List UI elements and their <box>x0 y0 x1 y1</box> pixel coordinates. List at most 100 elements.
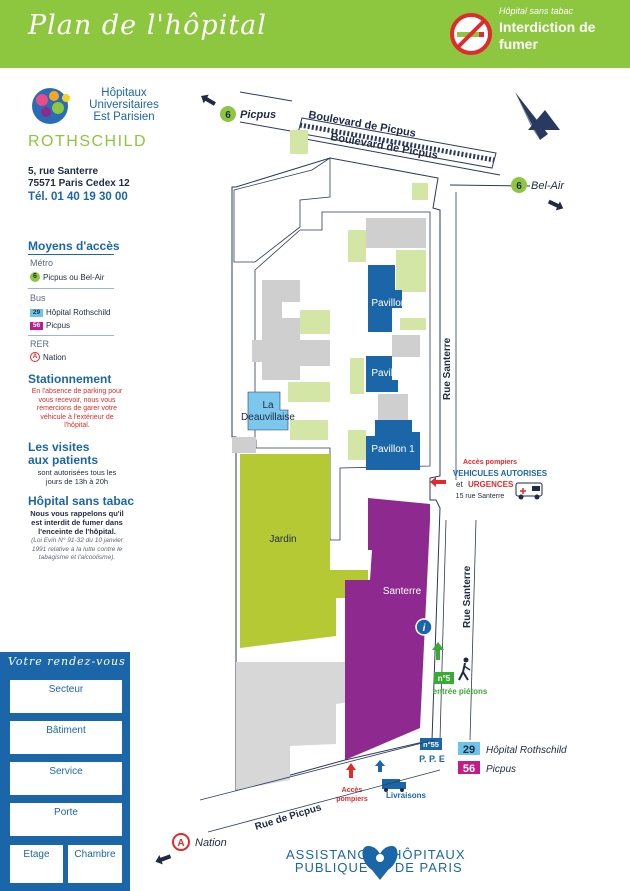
lower-grey-area <box>236 662 362 790</box>
svg-text:6: 6 <box>516 181 522 192</box>
svg-text:Bel-Air: Bel-Air <box>531 180 565 192</box>
ppe-number-badge <box>420 738 442 750</box>
metro-label: Métro <box>30 258 54 268</box>
pompiers-label-1: Accès <box>342 787 363 794</box>
nosmoke-section-title: Hôpital sans tabac <box>28 494 135 508</box>
green-patch <box>350 358 364 394</box>
entrance-et-label: et <box>456 480 463 489</box>
street-edge <box>207 769 441 833</box>
rendezvous-field-porte[interactable]: Porte <box>10 803 122 836</box>
bus-29-stop: 29 Hôpital Rothschild <box>458 742 567 756</box>
hospital-group-name: Hôpitaux Universitaires Est Parisien <box>89 87 159 123</box>
parking-text: En l'absence de parking pour vous recevo… <box>31 388 123 429</box>
bus-line-item: 29 Hôpital Rothschild <box>30 308 110 317</box>
metro-belair-marker: 6 Bel-Air <box>511 177 565 211</box>
info-icon[interactable]: i <box>415 618 433 636</box>
santerre-building[interactable] <box>345 498 430 760</box>
parking-title: Stationnement <box>28 372 112 386</box>
rendezvous-field-secteur[interactable]: Secteur <box>10 680 122 713</box>
green-patch <box>396 250 426 292</box>
aphp-logo-icon <box>362 846 398 880</box>
pedestrian-number-badge <box>434 672 454 684</box>
green-patch <box>300 310 330 334</box>
svg-text:Picpus: Picpus <box>486 764 516 775</box>
address-block: 5, rue Santerre 75571 Paris Cedex 12 <box>28 166 130 189</box>
deauvillaise-label-1: La <box>262 400 274 411</box>
pompiers-arrow <box>346 763 356 778</box>
visits-text: sont autorisées tous les jours de 13h à … <box>37 468 117 486</box>
street-label-santerre-1: Rue Santerre <box>442 337 453 400</box>
svg-text:29: 29 <box>463 744 475 756</box>
la-deauvillaise[interactable] <box>247 391 289 431</box>
nosmoke-law-text: (Loi Evin N° 91-32 du 10 janvier 1991 re… <box>31 537 123 561</box>
bus-line-item: 56 Picpus <box>30 321 70 330</box>
bus-29-icon: 29 <box>30 308 43 317</box>
rer-nation-marker: A Nation <box>155 833 227 865</box>
no-smoking-title: Interdiction de fumer <box>499 19 596 52</box>
bus-divider <box>28 335 114 336</box>
pavillon-3[interactable] <box>368 265 402 332</box>
boulevard-edge <box>239 91 293 102</box>
ppe-label: P. P. E <box>419 754 445 764</box>
street-edge <box>439 519 447 741</box>
street-label-santerre-2: Rue Santerre <box>462 565 473 628</box>
bus-56-stop: 56 Picpus <box>458 761 516 775</box>
svg-text:6: 6 <box>225 110 231 121</box>
svg-text:A: A <box>177 838 184 849</box>
svg-text:Hôpital Rothschild: Hôpital Rothschild <box>486 745 567 756</box>
rendezvous-field-batiment[interactable]: Bâtiment <box>10 721 122 754</box>
aphp-text-left: ASSISTANCE PUBLIQUE <box>286 847 378 875</box>
green-patch <box>290 420 328 440</box>
ppe-number: n°55 <box>423 740 439 749</box>
santerre-label: Santerre <box>383 586 422 597</box>
building-outline <box>233 157 331 263</box>
rer-label: RER <box>30 339 50 349</box>
no-smoking-tagline: Hôpital sans tabac <box>499 6 574 16</box>
deauvillaise-label-2: Deauvillaise <box>241 412 295 423</box>
metro-picpus-marker: 6 Picpus <box>201 94 276 122</box>
pedestrian-icon <box>458 657 471 681</box>
pedestrian-number: n°5 <box>438 674 451 683</box>
bus-56-icon: 56 <box>30 321 43 330</box>
metro-6-icon: 6 <box>30 272 40 282</box>
entrance-pompiers-label: Accès pompiers <box>463 459 517 466</box>
rendezvous-field-etage[interactable]: Etage <box>10 845 63 883</box>
rendezvous-field-chambre[interactable]: Chambre <box>68 845 122 883</box>
pavillon-1[interactable] <box>366 420 420 470</box>
green-patch <box>400 318 426 330</box>
entrance-vehicles-arrow <box>430 477 446 487</box>
street-edge <box>469 519 477 741</box>
pavillon-2[interactable] <box>366 356 398 392</box>
truck-icon <box>382 779 406 792</box>
ambulance-icon <box>515 482 543 500</box>
pavillon-1-label: Pavillon 1 <box>371 444 415 455</box>
rendezvous-field-service[interactable]: Service <box>10 762 122 795</box>
pompiers-label-2: pompiers <box>336 796 368 803</box>
visits-title: Les visites aux patients <box>28 440 99 467</box>
annex-building <box>232 437 256 453</box>
bus-label: Bus <box>30 293 46 303</box>
boulevard-edge <box>239 121 297 133</box>
old-building <box>252 280 330 380</box>
green-patch <box>348 430 366 460</box>
entrance-vehicles-label: VEHICULES AUTORISES <box>453 469 548 478</box>
header-banner <box>0 0 630 68</box>
hospital-name: ROTHSCHILD <box>28 133 148 150</box>
entrance-urgences-label: URGENCES <box>468 480 514 489</box>
access-title: Moyens d'accès <box>28 239 120 253</box>
svg-text:Nation: Nation <box>195 837 227 849</box>
livraisons-label: Livraisons <box>386 791 427 800</box>
phone-number: Tél. 01 40 19 30 00 <box>28 191 128 203</box>
entrance-address-label: 15 rue Santerre <box>456 493 505 500</box>
no-smoking-icon <box>450 13 492 55</box>
hospital-logo-icon <box>32 88 70 124</box>
street-label-picpus: Rue de Picpus <box>254 802 324 833</box>
pavillon-2-label: Pavillon 2 <box>371 368 415 379</box>
annex-building <box>366 218 426 248</box>
access-divider <box>28 254 114 255</box>
jardin-area <box>240 454 368 648</box>
compass-icon <box>515 92 560 140</box>
nosmoke-section-text: Nous vous rappelons qu'il est interdit d… <box>30 509 124 536</box>
rendezvous-title: Votre rendez-vous <box>8 655 126 668</box>
